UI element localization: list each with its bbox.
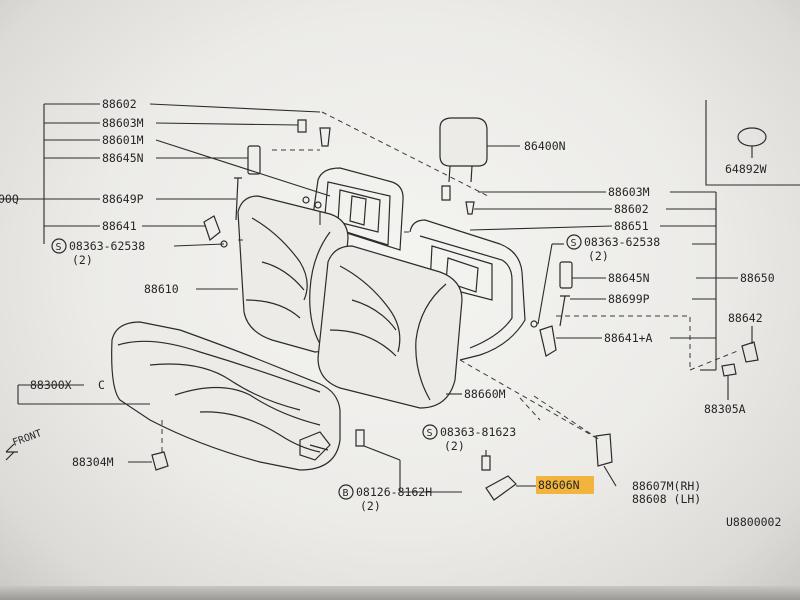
label-88606n: 88606N [538, 478, 580, 492]
svg-text:S: S [571, 238, 577, 249]
right-bracket-lines [446, 191, 753, 487]
label-88649p: 88649P [102, 192, 144, 206]
label-88304m: 88304M [72, 455, 114, 469]
label-86400n: 86400N [524, 139, 566, 153]
label-88300x-c: C [98, 378, 105, 392]
label-qty-81623: (2) [444, 439, 465, 453]
marker-s-lower: S [422, 424, 438, 440]
label-88641-a: 88641+A [604, 331, 653, 345]
label-88608-lh: 88608 (LH) [632, 492, 701, 506]
front-arrow: FRONT [5, 428, 43, 461]
label-88601m: 88601M [102, 133, 144, 147]
label-qty-right: (2) [588, 249, 609, 263]
label-08363-62538-right: 08363-62538 [584, 235, 660, 249]
left-seatback-frame [311, 167, 404, 251]
label-88607m-rh: 88607M(RH) [632, 479, 701, 493]
label-08363-62538-left: 08363-62538 [69, 239, 145, 253]
label-64892w: 64892W [725, 162, 767, 176]
highlight-88606n [536, 476, 594, 494]
svg-text:S: S [56, 242, 62, 253]
monitor-bezel [0, 586, 800, 600]
reference-code: U8800002 [726, 515, 781, 529]
label-88603m-right: 88603M [608, 185, 650, 199]
seat-cushion-88300x [111, 321, 341, 471]
seatback-cushion-88660m [317, 245, 463, 409]
right-hardware [151, 185, 759, 501]
left-hardware [203, 119, 331, 248]
marker-s-right: S [566, 234, 582, 250]
label-08126-8162h: 08126-8162H [356, 485, 432, 499]
inset-box-64892w: 64892W [705, 100, 800, 186]
label-88602-left: 88602 [102, 97, 137, 111]
marker-b: B [338, 484, 354, 500]
label-qty-08126: (2) [360, 499, 381, 513]
label-88660m: 88660M [464, 387, 506, 401]
label-00q: 00Q [0, 192, 19, 206]
label-88610: 88610 [144, 282, 179, 296]
headrest-86400n: 86400N [439, 117, 566, 183]
label-88651: 88651 [614, 219, 649, 233]
label-88603m-left: 88603M [102, 116, 144, 130]
label-88641: 88641 [102, 219, 137, 233]
cap-icon [737, 127, 767, 147]
svg-text:S: S [427, 428, 433, 439]
svg-text:B: B [343, 488, 349, 499]
label-88300x: 88300X [30, 378, 72, 392]
marker-s-left: S [51, 238, 67, 254]
label-front: FRONT [11, 428, 43, 449]
label-88650: 88650 [740, 271, 775, 285]
label-88305a: 88305A [704, 402, 746, 416]
label-88645n-left: 88645N [102, 151, 144, 165]
label-qty-left: (2) [72, 253, 93, 267]
label-08363-81623: 08363-81623 [440, 425, 516, 439]
label-88602-right: 88602 [614, 202, 649, 216]
left-bracket-lines [0, 103, 331, 290]
label-88642: 88642 [728, 311, 763, 325]
label-88699p: 88699P [608, 292, 650, 306]
label-88645n-right: 88645N [608, 271, 650, 285]
